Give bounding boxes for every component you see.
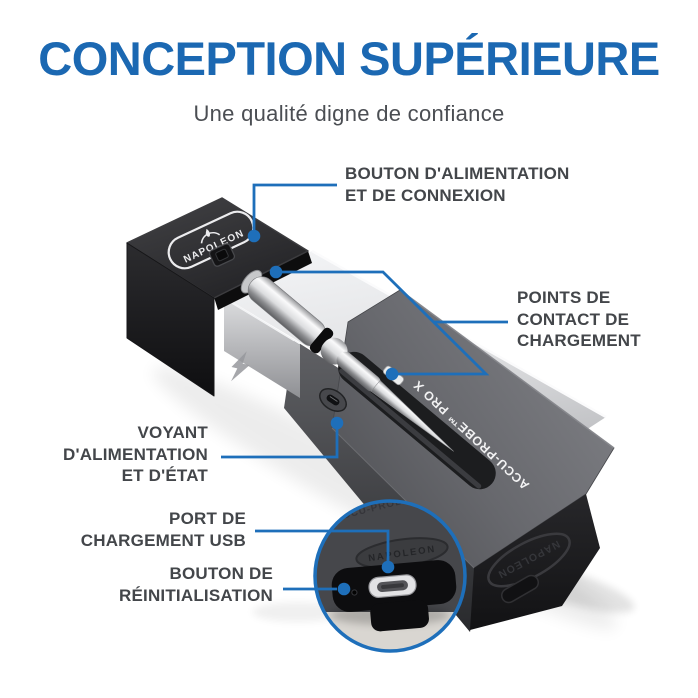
callout-label-usb: PORT DE CHARGEMENT USB: [80, 509, 246, 550]
callout-line-led: [221, 428, 339, 459]
tail-pill-indent: [500, 574, 540, 604]
slot-inner-highlight: [339, 368, 482, 489]
callout-label-reset: BOUTON DE RÉINITIALISATION: [119, 564, 273, 605]
callout-line-usb: [255, 529, 390, 561]
power-button: [208, 243, 236, 267]
callout-label-led: VOYANT D'ALIMENTATION ET D'ÉTAT: [62, 423, 208, 485]
callout-dot-reset: [337, 582, 351, 596]
head-front-face: [126, 242, 215, 397]
usb-port-inset: ACCU-PROBE™ PRO X NAPOLEON: [313, 499, 467, 653]
inset-circle-border: [313, 499, 467, 653]
charger-body: NAPOLEON: [126, 197, 615, 632]
meat-probe: [240, 269, 454, 452]
page-title: CONCEPTION SUPÉRIEURE: [38, 32, 660, 85]
callout-dot-led: [330, 416, 344, 430]
lightning-bolt-icon: [231, 351, 250, 382]
usb-port-plate: [331, 560, 457, 632]
callout-label-contacts: POINTS DE CONTACT DE CHARGEMENT: [517, 288, 641, 350]
callout-line-power: [252, 183, 337, 231]
silver-tray-front: [224, 299, 300, 398]
reset-pinhole: [351, 589, 358, 596]
cover-far-edge: [399, 289, 615, 449]
probe-assembly: [240, 269, 496, 490]
callout-dot-contact-2: [385, 367, 399, 381]
callout-lines: [221, 183, 508, 596]
callout-dot-contact-1: [269, 265, 283, 279]
callout-label-power: BOUTON D'ALIMENTATION ET DE CONNEXION: [345, 164, 570, 205]
probe-needle: [370, 380, 454, 452]
usb-c-port: [368, 574, 417, 598]
inset-embossed-badge: NAPOLEON: [355, 537, 449, 569]
status-led: [319, 388, 347, 412]
silver-front-edge: [223, 297, 301, 345]
probe-ring: [309, 327, 334, 354]
callout-dot-usb: [381, 560, 395, 574]
callout-dot-power: [247, 229, 261, 243]
page-subtitle: Une qualité digne de confiance: [193, 101, 505, 126]
